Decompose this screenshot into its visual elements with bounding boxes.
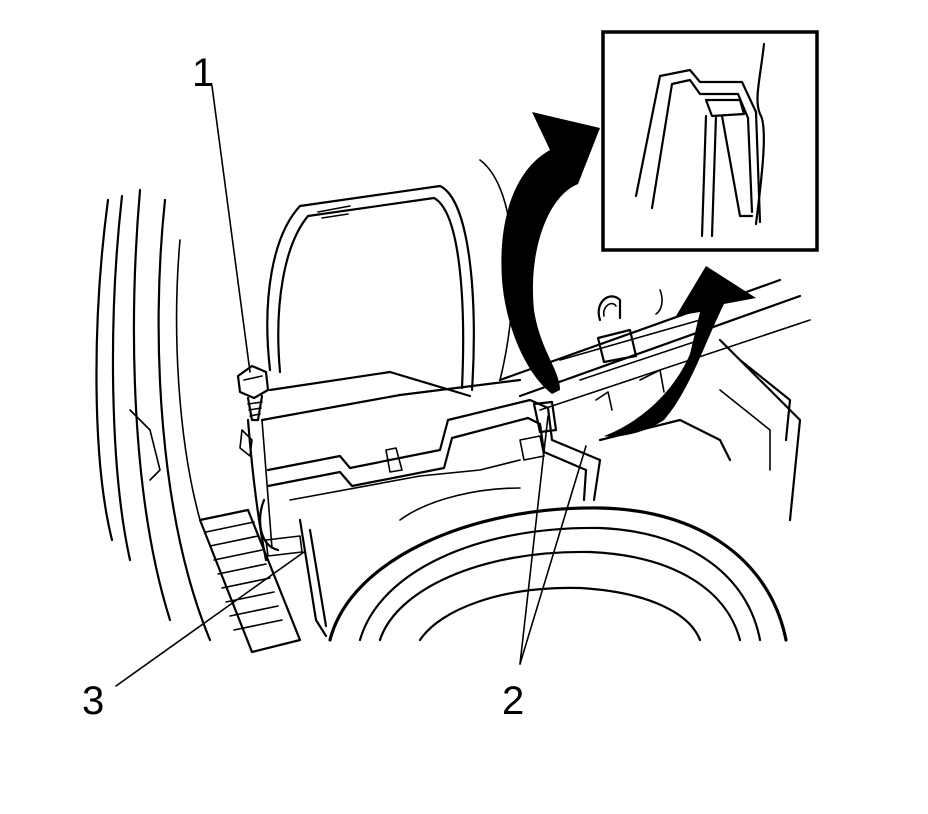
callout-3: 3 (82, 679, 104, 723)
leader-line-3 (115, 551, 305, 687)
storage-tray (258, 398, 602, 638)
leader-lines (115, 85, 587, 687)
floor-grille (198, 508, 302, 654)
curved-arrow-small (604, 266, 756, 437)
detail-inset (601, 30, 819, 252)
leader-line-1 (211, 85, 251, 373)
left-quarter-panel (95, 188, 268, 642)
leader-line-2a (519, 415, 549, 665)
spare-tire (328, 487, 788, 642)
rear-seat-back (260, 159, 522, 422)
leader-line-2b (519, 445, 587, 665)
curved-arrow-large (501, 112, 600, 394)
callout-2: 2 (502, 679, 524, 723)
callout-1: 1 (192, 51, 214, 95)
bolt-fastener (236, 364, 303, 557)
trunk-floor (498, 278, 811, 522)
